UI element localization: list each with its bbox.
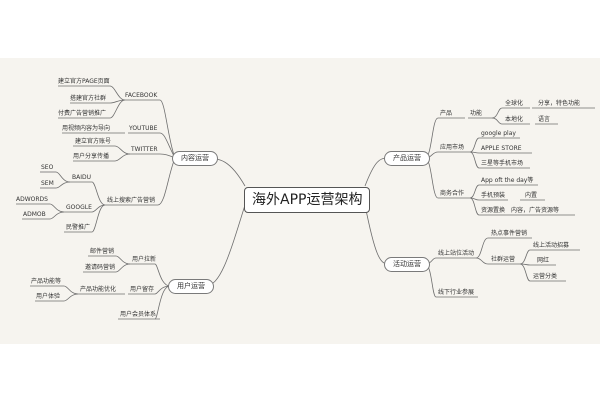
link-ads-baidu (91, 181, 106, 206)
label-community-ops: 社群运营 (491, 256, 516, 263)
label-localize: 本地化 (505, 116, 524, 123)
label-baidu: BAIDU (72, 174, 92, 181)
link-market-samsung (469, 151, 480, 169)
label-app-of-the-day: App oft the day等 (481, 177, 534, 184)
link-online-social (475, 257, 489, 265)
link-facebook-page (109, 85, 126, 101)
label-preinstall: 手机预装 (481, 192, 506, 199)
label-offline-expo: 线下行业参展 (438, 289, 475, 296)
label-localize-detail: 语言 (538, 116, 551, 123)
link-social-recruit (519, 249, 531, 265)
label-online-activity: 线上站位活动 (438, 250, 475, 257)
link-pull-email (115, 255, 131, 265)
label-google-play: google play (481, 130, 516, 137)
label-product: 产品 (440, 110, 453, 117)
label-user-retain: 用户留存 (130, 286, 155, 293)
link-central-activity (364, 204, 389, 265)
label-swap-detail: 内容，广告资源等 (511, 207, 560, 214)
branch-content: 内容运营 (172, 151, 218, 166)
link-biz-swap (469, 197, 480, 216)
label-twitter-account: 建立官方账号 (75, 138, 112, 145)
label-youtube-video: 用视频内容为导向 (62, 125, 111, 132)
label-youtube: YOUTUBE (129, 125, 158, 132)
branch-product: 产品运营 (384, 151, 430, 166)
label-product-function: 产品功能等 (31, 278, 62, 285)
label-biz-coop: 商务合作 (440, 190, 465, 197)
label-facebook-page: 建立官方PAGE页面 (58, 78, 110, 85)
label-samsung-market: 三星等手机市场 (481, 160, 524, 167)
label-globalize: 全球化 (505, 100, 524, 107)
link-facebook-ads (109, 99, 126, 119)
label-user-experience: 用户体验 (36, 293, 61, 300)
label-google: GOOGLE (66, 204, 92, 211)
link-user-vip (154, 285, 171, 320)
link-google-admob (49, 211, 65, 220)
link-function-global (491, 107, 503, 119)
label-hot-event: 热点事件营销 (491, 230, 528, 237)
label-email-marketing: 邮件营销 (90, 248, 115, 255)
link-optimize-ux (63, 293, 79, 302)
branch-user: 用户运营 (168, 279, 214, 294)
link-ads-police (91, 204, 106, 233)
label-facebook-group: 搭建官方社群 (70, 95, 107, 102)
label-ops-category: 运营分类 (533, 273, 558, 280)
link-social-class (519, 263, 531, 282)
link-optimize-func (63, 285, 79, 295)
link-user-pull (154, 263, 171, 287)
label-user-pull: 用户拉新 (132, 256, 157, 263)
branch-activity: 活动运营 (384, 257, 430, 272)
label-globalize-detail: 分享，特色功能 (538, 100, 581, 107)
label-resource-swap: 资源置换 (481, 207, 506, 214)
label-police-promo: 民警推广 (66, 224, 91, 231)
label-twitter-share: 用户分享传播 (73, 153, 110, 160)
label-ads: 线上搜索广告营销 (107, 197, 156, 204)
label-online-recruit: 线上活动招募 (533, 242, 570, 249)
link-content-facebook (159, 99, 176, 159)
label-user-vip: 用户会员体系 (120, 311, 157, 318)
link-online-hot (475, 237, 489, 259)
link-baidu-sem (55, 181, 71, 189)
label-product-optimize: 产品功能优化 (80, 286, 117, 293)
label-invite-marketing: 邀请码营销 (85, 264, 116, 271)
link-content-ads (157, 157, 176, 206)
label-adwords: ADWORDS (16, 196, 48, 203)
label-facebook-ads: 付费广告营销推广 (58, 110, 107, 117)
label-apple-store: APPLE STORE (481, 145, 522, 152)
label-app-market: 应用市场 (440, 144, 465, 151)
link-google-adwords (49, 203, 65, 213)
link-twitter-account (114, 145, 131, 155)
link-baidu-seo (55, 171, 71, 183)
link-pull-invite (115, 263, 131, 273)
link-central-user (204, 204, 246, 287)
link-biz-day (469, 184, 480, 199)
link-twitter-share (114, 153, 131, 162)
label-function: 功能 (470, 110, 483, 117)
label-sem: SEM (41, 180, 54, 187)
label-twitter: TWITTER (131, 146, 158, 153)
label-influencer: 网红 (537, 257, 550, 264)
label-admob: ADMOB (23, 211, 46, 218)
label-preinstall-detail: 内置 (525, 192, 538, 199)
label-facebook: FACEBOOK (125, 92, 158, 99)
link-function-local (491, 117, 503, 125)
central-topic: 海外APP运营架构 (244, 187, 371, 213)
link-market-gp (469, 137, 480, 153)
label-seo: SEO (41, 164, 54, 171)
